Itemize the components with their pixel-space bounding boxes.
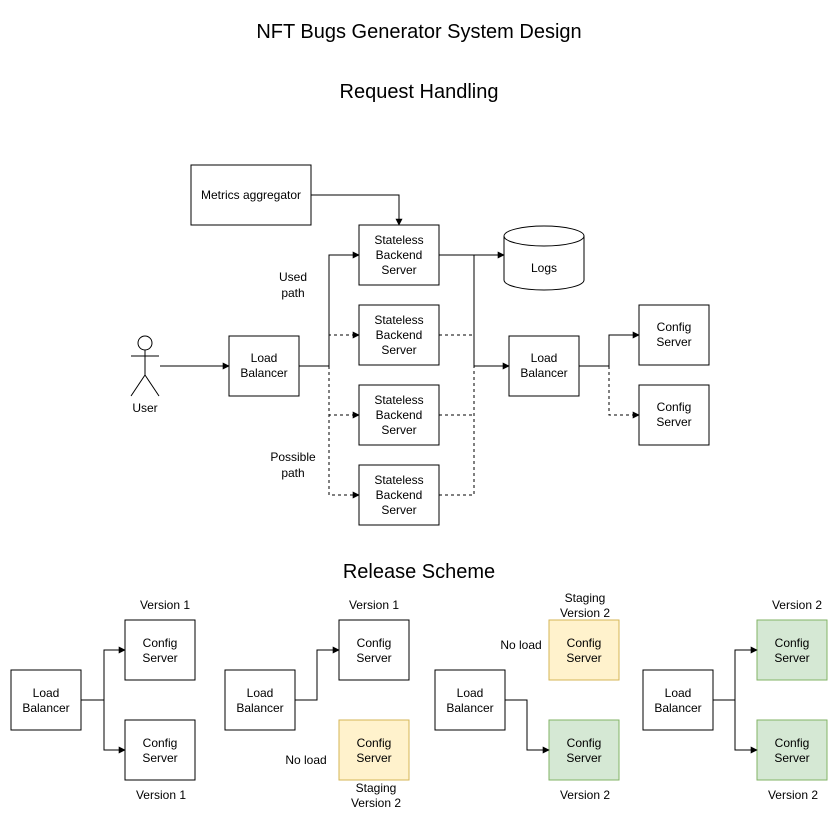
release-stage-3: Load Balancer Config Server Config Serve… (434, 591, 620, 802)
backend-4-line-3: Server (381, 503, 416, 517)
stage2-bottom-config-line-1: Config (357, 736, 392, 750)
backend-2-line-2: Backend (376, 328, 423, 342)
possible-path-label-2: path (281, 466, 304, 480)
stage2-no-load: No load (285, 753, 326, 767)
backend-4-line-1: Stateless (374, 473, 423, 487)
lb-config-line-1: Load (531, 351, 558, 365)
stage3-no-load: No load (500, 638, 541, 652)
release-stage-2: Load Balancer Config Server Config Serve… (224, 598, 410, 810)
metrics-aggregator-node: Metrics aggregator (190, 164, 312, 226)
section-title-request-handling: Request Handling (340, 81, 499, 103)
backend-2-line-1: Stateless (374, 313, 423, 327)
backend-server-2: Stateless Backend Server (358, 304, 440, 366)
backend-3-line-2: Backend (376, 408, 423, 422)
edge-lb-to-backend-2 (328, 331, 360, 366)
metrics-aggregator-label: Metrics aggregator (201, 188, 301, 202)
release-stage-1: Load Balancer Config Server Config Serve… (10, 598, 196, 802)
stage1-lb-line-1: Load (33, 686, 60, 700)
stage1-bottom-config-line-1: Config (143, 736, 178, 750)
config-1-line-1: Config (657, 320, 692, 334)
backend-server-3: Stateless Backend Server (358, 384, 440, 446)
edge-lb-to-backend-4 (328, 366, 360, 499)
stage2-lb-line-1: Load (247, 686, 274, 700)
stage3-lb-line-2: Balancer (446, 701, 493, 715)
stage4-bottom-version: Version 2 (768, 788, 818, 802)
config-2-line-2: Server (656, 415, 691, 429)
stage2-bottom-config-line-2: Server (356, 751, 391, 765)
stage1-top-config-line-1: Config (143, 636, 178, 650)
used-path-label-2: path (281, 286, 304, 300)
stage1-top-version: Version 1 (140, 598, 190, 612)
stage3-top-config-line-1: Config (567, 636, 602, 650)
logs-database-node: Logs (503, 225, 585, 291)
stage1-top-config-line-2: Server (142, 651, 177, 665)
backend-4-line-2: Backend (376, 488, 423, 502)
stage2-lb-line-2: Balancer (236, 701, 283, 715)
stage4-lb-line-2: Balancer (654, 701, 701, 715)
stage1-bottom-version: Version 1 (136, 788, 186, 802)
stage4-lb-line-1: Load (665, 686, 692, 700)
backend-server-4: Stateless Backend Server (358, 464, 440, 526)
backend-1-line-3: Server (381, 263, 416, 277)
stage3-staging-box (548, 619, 620, 681)
lb-config-line-2: Balancer (520, 366, 567, 380)
stage3-staging-line-1: Staging (565, 591, 606, 605)
possible-path-label-1: Possible (270, 450, 316, 464)
config-1-line-2: Server (656, 335, 691, 349)
section-title-release-scheme: Release Scheme (343, 561, 495, 583)
release-stage-4: Load Balancer Config Server Config Serve… (642, 598, 828, 802)
backend-1-line-2: Backend (376, 248, 423, 262)
stage3-bottom-version: Version 2 (560, 788, 610, 802)
config-server-2: Config Server (638, 384, 710, 446)
edge-lb-config-to-config-1 (579, 331, 640, 367)
logs-label: Logs (531, 261, 557, 275)
lb-ingress-line-1: Load (251, 351, 278, 365)
stage1-bottom-config-line-2: Server (142, 751, 177, 765)
config-2-line-1: Config (657, 400, 692, 414)
edge-metrics-to-backend (311, 194, 403, 226)
stage2-top-version: Version 1 (349, 598, 399, 612)
stage4-top-live-box (756, 619, 828, 681)
load-balancer-ingress-node: Load Balancer (228, 335, 300, 397)
stage3-top-config-line-2: Server (566, 651, 601, 665)
backend-3-line-1: Stateless (374, 393, 423, 407)
edge-backend-4-to-bus (439, 366, 475, 496)
stage4-top-config-line-1: Config (775, 636, 810, 650)
edge-lb-to-backend-1 (299, 251, 360, 367)
stage4-bottom-config-line-1: Config (775, 736, 810, 750)
stage4-bottom-live-box (756, 719, 828, 781)
used-path-label-1: Used (279, 270, 307, 284)
stage2-top-config-line-1: Config (357, 636, 392, 650)
stage2-staging-box (338, 719, 410, 781)
load-balancer-config-node: Load Balancer (508, 335, 580, 397)
stage4-top-config-line-2: Server (774, 651, 809, 665)
stage3-bottom-config-line-1: Config (567, 736, 602, 750)
user-actor: User (130, 335, 160, 415)
stage2-staging-line-2: Version 2 (351, 796, 401, 810)
edge-lb-config-to-config-2 (608, 366, 640, 419)
user-label: User (132, 401, 157, 415)
stage2-top-config-line-2: Server (356, 651, 391, 665)
backend-2-line-3: Server (381, 343, 416, 357)
stage4-top-version: Version 2 (772, 598, 822, 612)
stage3-staging-line-2: Version 2 (560, 606, 610, 620)
backend-3-line-3: Server (381, 423, 416, 437)
backend-1-line-1: Stateless (374, 233, 423, 247)
stage4-bottom-config-line-2: Server (774, 751, 809, 765)
edge-lb-to-backend-3 (328, 366, 360, 419)
lb-ingress-line-2: Balancer (240, 366, 287, 380)
stage2-staging-line-1: Staging (356, 781, 397, 795)
stage3-live-box (548, 719, 620, 781)
stage1-lb-line-2: Balancer (22, 701, 69, 715)
stage3-lb-line-1: Load (457, 686, 484, 700)
backend-server-1: Stateless Backend Server (358, 224, 440, 286)
config-server-1: Config Server (638, 304, 710, 366)
diagram-title: NFT Bugs Generator System Design (256, 21, 581, 43)
stage3-bottom-config-line-2: Server (566, 751, 601, 765)
